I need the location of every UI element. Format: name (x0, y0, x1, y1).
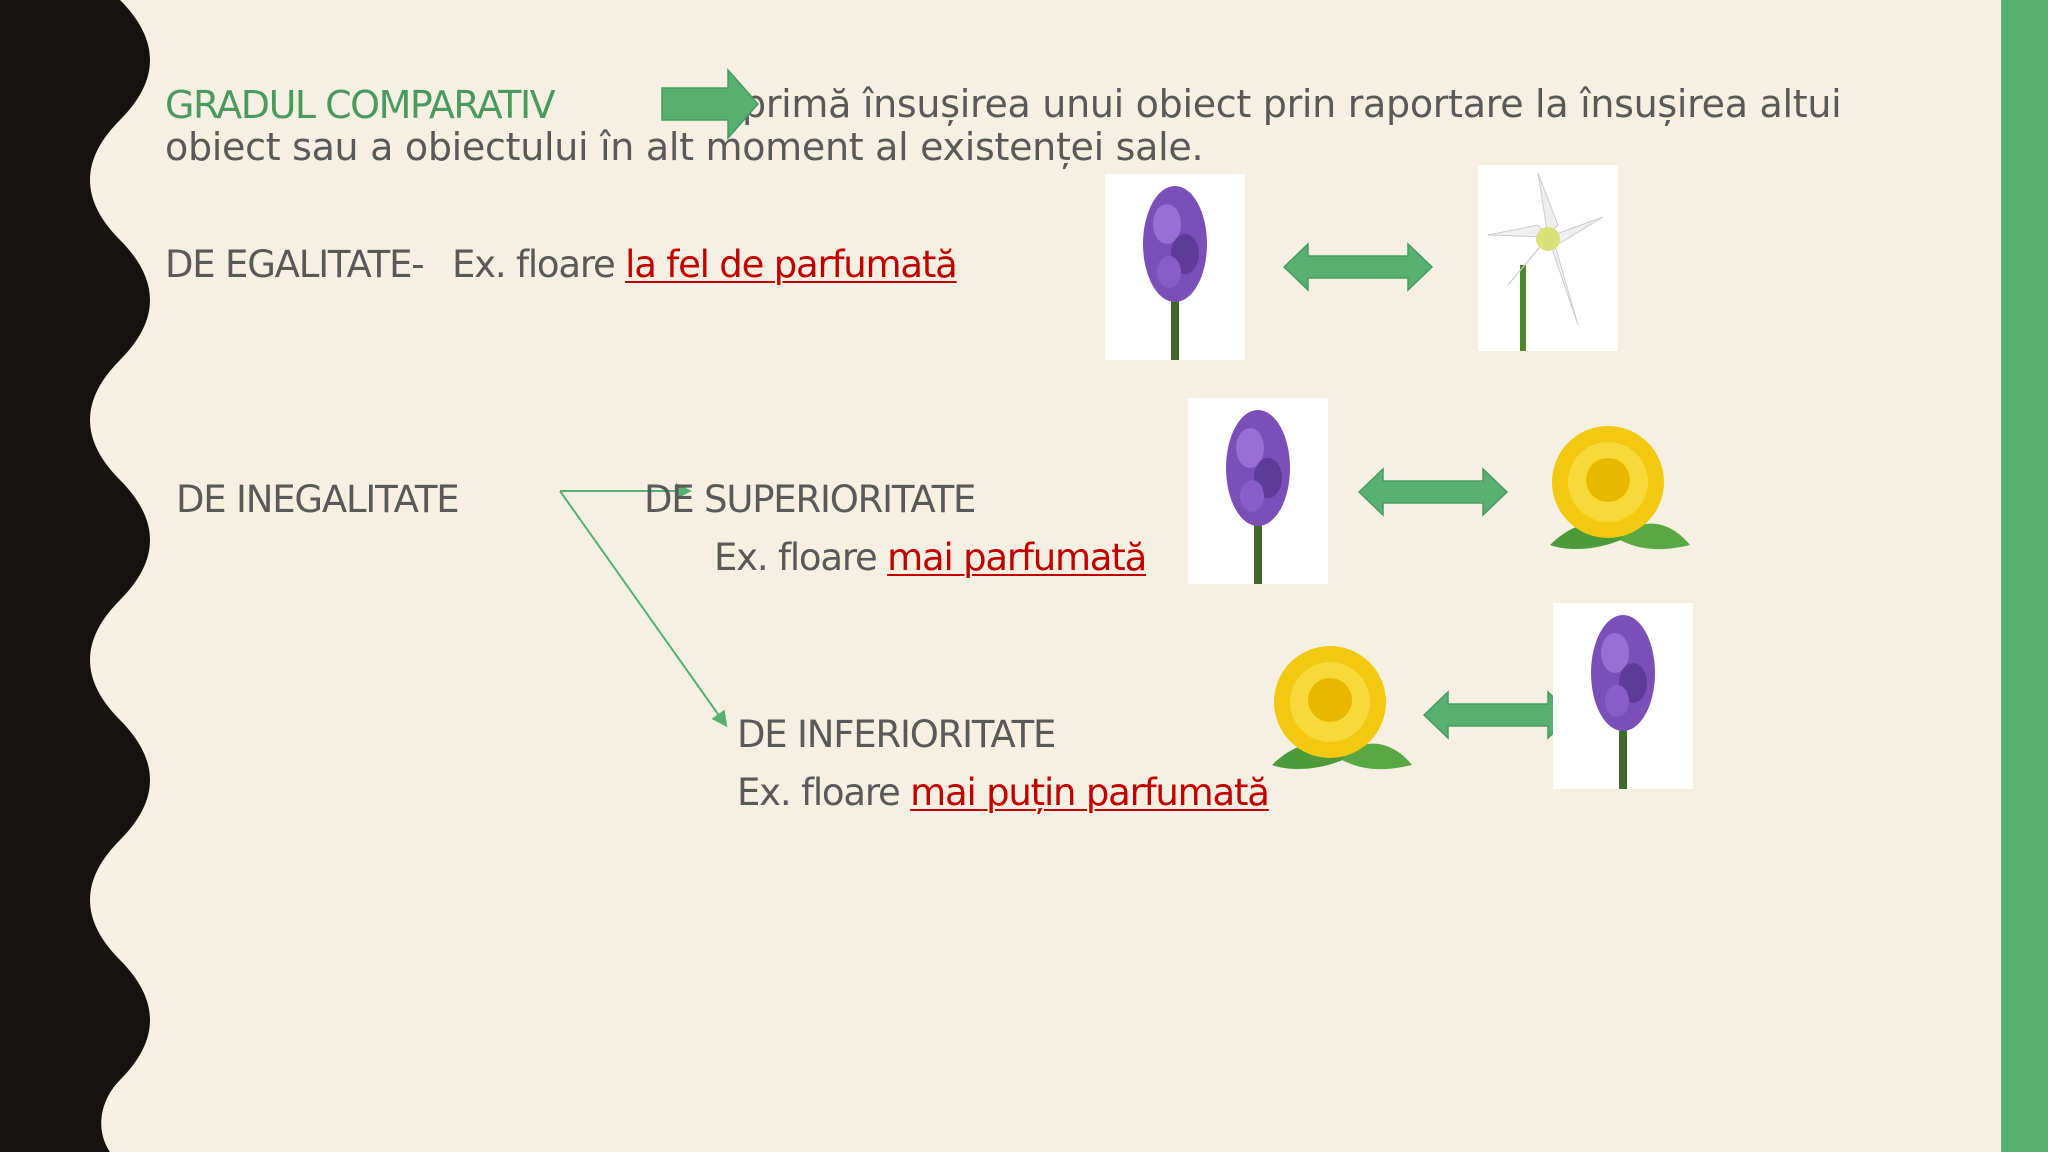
definition-line-1: primă însușirea unui obiect prin raporta… (742, 82, 1842, 126)
superioritate-example: Ex. floare mai parfumată (714, 536, 1147, 579)
superioritate-example-prefix: Ex. floare (714, 536, 878, 579)
yellow-dandelion-icon (1550, 426, 1690, 550)
right-accent-bar (2001, 0, 2048, 1152)
inferioritate-label: DE INFERIORITATE (737, 713, 1056, 756)
purple-hyacinth-icon (1188, 398, 1328, 584)
double-headed-arrow-icon (1282, 242, 1434, 292)
inegalitate-label: DE INEGALITATE (176, 478, 460, 521)
inferioritate-example-phrase: mai puțin parfumată (910, 771, 1270, 814)
double-headed-arrow-icon (1422, 690, 1574, 740)
egalitate-example: Ex. floare la fel de parfumată (452, 243, 958, 286)
inferioritate-example-prefix: Ex. floare (737, 771, 901, 814)
yellow-dandelion-icon (1272, 646, 1412, 770)
double-headed-arrow-icon (1357, 467, 1509, 517)
slide-title: GRADUL COMPARATIV (165, 83, 556, 127)
inferioritate-example: Ex. floare mai puțin parfumată (737, 771, 1270, 814)
superioritate-example-phrase: mai parfumată (887, 536, 1147, 579)
purple-hyacinth-icon (1553, 603, 1693, 789)
superioritate-label: DE SUPERIORITATE (644, 478, 976, 521)
white-lily-icon (1478, 165, 1618, 351)
egalitate-label: DE EGALITATE- (165, 243, 425, 286)
definition-line-2: obiect sau a obiectului în alt moment al… (165, 125, 1204, 169)
right-arrow-icon (661, 68, 760, 140)
purple-hyacinth-icon (1105, 174, 1245, 360)
egalitate-example-prefix: Ex. floare (452, 243, 616, 286)
egalitate-example-phrase: la fel de parfumată (625, 243, 958, 286)
wavy-left-border (0, 0, 150, 1152)
